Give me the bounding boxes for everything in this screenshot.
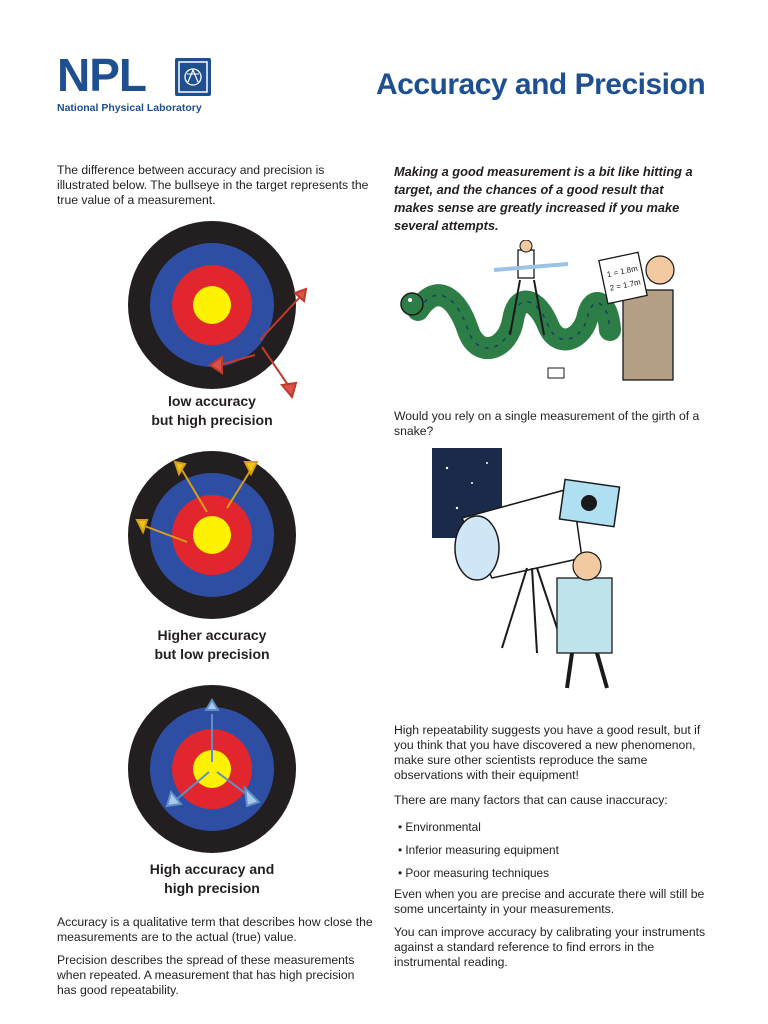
caption-line: high precision <box>164 880 260 896</box>
accuracy-definition: Accuracy is a qualitative term that desc… <box>57 915 373 944</box>
target-low-accuracy <box>127 220 297 390</box>
calibration-text: You can improve accuracy by calibrating … <box>394 925 706 969</box>
left-intro: The difference between accuracy and prec… <box>57 163 369 207</box>
caption-line: low accuracy <box>168 393 256 409</box>
right-intro: Making a good measurement is a bit like … <box>394 164 693 233</box>
arrows-scattered <box>135 460 259 543</box>
factors-list: • Environmental • Inferior measuring equ… <box>398 816 718 885</box>
telescope-scientist-cartoon-icon <box>432 448 621 689</box>
logo-subtitle: National Physical Laboratory <box>57 102 202 114</box>
repeatability-text: High repeatability suggests you have a g… <box>394 723 701 782</box>
arrows-centered <box>165 698 261 808</box>
npl-logo: NPL National Physical Laboratory <box>57 51 217 117</box>
snake-question: Would you rely on a single measurement o… <box>394 409 700 438</box>
snake-measuring-cartoon-icon: 1 = 1.8m 2 = 1.7m <box>400 240 675 381</box>
page-title: Accuracy and Precision <box>376 68 706 101</box>
target-low-precision <box>127 450 297 620</box>
caption-line: but high precision <box>151 412 273 428</box>
caption-target-1: low accuracy but high precision <box>102 392 322 430</box>
uncertainty-text: Even when you are precise and accurate t… <box>394 887 705 916</box>
arrows-cluster-edge <box>208 287 308 400</box>
crest-icon <box>175 58 211 96</box>
caption-line: Higher accuracy <box>157 627 267 643</box>
target-high-accuracy <box>127 684 297 854</box>
caption-line: High accuracy and <box>149 861 275 877</box>
caption-target-3: High accuracy and high precision <box>102 860 322 898</box>
caption-target-2: Higher accuracy but low precision <box>102 626 322 664</box>
factors-intro: There are many factors that can cause in… <box>394 793 668 807</box>
caption-line: but low precision <box>154 646 270 662</box>
list-item: • Environmental <box>398 820 481 834</box>
list-item: • Poor measuring techniques <box>398 866 550 880</box>
logo-letters: NPL <box>57 49 147 101</box>
precision-definition: Precision describes the spread of these … <box>57 953 355 997</box>
list-item: • Inferior measuring equipment <box>398 843 559 857</box>
